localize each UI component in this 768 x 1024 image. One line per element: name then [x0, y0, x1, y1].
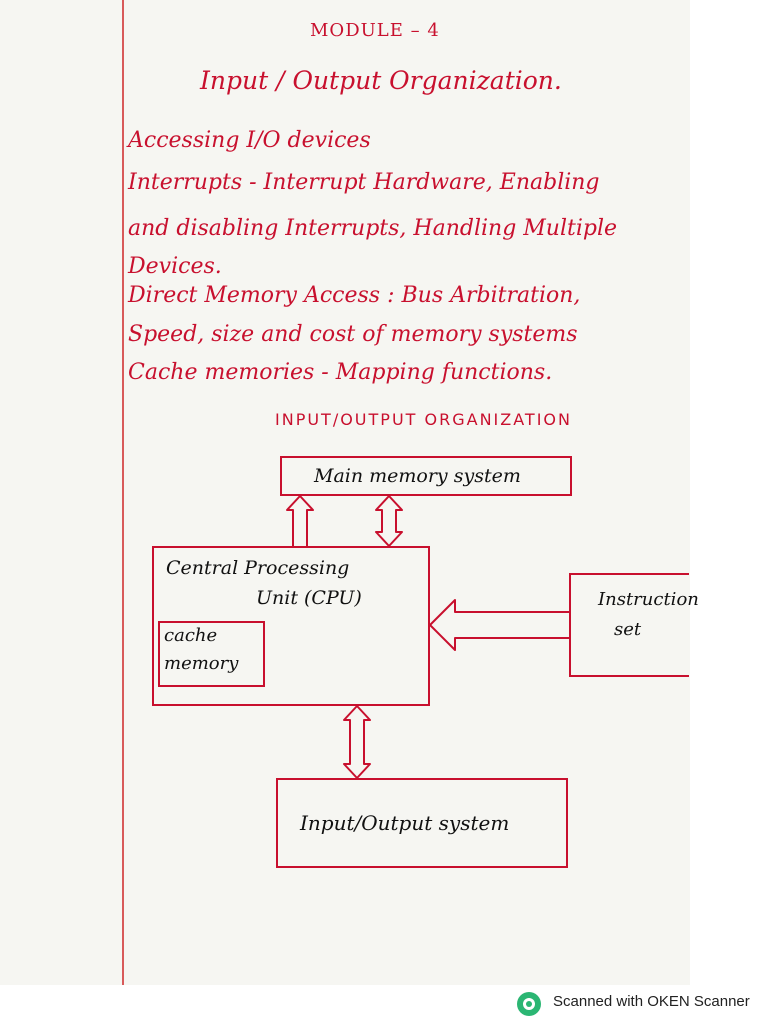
topic-line: Speed, size and cost of memory systems: [128, 322, 578, 347]
instruction-label-line1: Instruction: [598, 589, 699, 610]
topic-line: and disabling Interrupts, Handling Multi…: [128, 216, 618, 241]
io-system-label: Input/Output system: [300, 811, 510, 835]
main-memory-box: [280, 456, 572, 496]
topic-line: Direct Memory Access : Bus Arbitration,: [128, 283, 581, 308]
instruction-set-box: [569, 573, 689, 677]
cache-label-line2: memory: [164, 653, 239, 674]
scanner-footer: Scanned with OKEN Scanner: [0, 985, 768, 1024]
oken-scanner-logo-icon: [517, 992, 541, 1016]
cpu-label-line2: Unit (CPU): [256, 587, 362, 609]
io-system-box: [276, 778, 568, 868]
notebook-page: MODULE – 4 Input / Output Organization. …: [0, 0, 699, 985]
topic-line: Interrupts - Interrupt Hardware, Enablin…: [128, 170, 600, 195]
topic-line: Accessing I/O devices: [128, 128, 371, 153]
scanner-watermark-text: Scanned with OKEN Scanner: [553, 993, 750, 1010]
margin-line: [122, 0, 124, 985]
diagram-title: INPUT/OUTPUT ORGANIZATION: [275, 410, 572, 429]
topic-line: Devices.: [128, 254, 222, 279]
topic-line: Cache memories - Mapping functions.: [128, 360, 553, 385]
cache-memory-box: [158, 621, 265, 687]
main-memory-label: Main memory system: [314, 465, 521, 487]
cache-label-line1: cache: [164, 625, 218, 646]
instruction-label-line2: set: [614, 619, 642, 640]
cpu-label-line1: Central Processing: [166, 557, 350, 579]
module-heading: MODULE – 4: [310, 20, 440, 41]
page-title: Input / Output Organization.: [200, 66, 562, 95]
